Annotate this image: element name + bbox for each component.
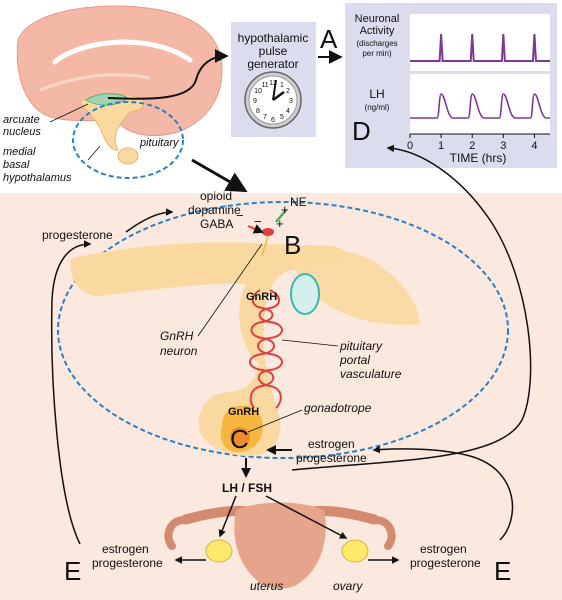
- arrow-lhfsh-to-left-ovary: [218, 495, 237, 538]
- medial-basal-hypothalamus-ring: [72, 101, 184, 179]
- feedback-right-loop-to-d: [291, 144, 532, 471]
- x-tick-label: 2: [469, 140, 475, 152]
- brain-illustration: [16, 5, 223, 179]
- neuronal-activity-series: [410, 33, 550, 62]
- label-gaba: GABA: [200, 217, 233, 231]
- neuronal-title-line1: Neuronal: [355, 13, 400, 25]
- label-gonadotrope: gonadotrope: [304, 401, 372, 415]
- x-axis-ticks: 0 1 2 3 4: [407, 134, 538, 152]
- label-portal-line2: portal: [339, 353, 370, 367]
- generator-title-line1: hypothalamic: [238, 31, 309, 45]
- label-progesterone-mid: progesterone: [296, 451, 367, 465]
- label-progesterone-left: progesterone: [92, 556, 163, 570]
- feedback-left-loop: [50, 240, 92, 545]
- portal-vasculature: [249, 289, 283, 409]
- neuronal-unit-line2: per min): [362, 49, 392, 58]
- neuronal-activity-plot: [410, 14, 550, 71]
- label-portal-line1: pituitary: [339, 339, 383, 353]
- uterus-illustration: [164, 502, 396, 589]
- label-progesterone-right: progesterone: [410, 556, 481, 570]
- generator-title-line2: pulse: [259, 44, 288, 58]
- label-b: B: [284, 230, 301, 260]
- label-gnrh-neuron-line1: GnRH: [160, 329, 194, 343]
- neuronal-title-line2: Activity: [360, 25, 395, 37]
- gnrh-neuron-body: [262, 228, 274, 236]
- label-uterus: uterus: [250, 579, 283, 593]
- label-estrogen-right: estrogen: [420, 542, 467, 556]
- label-progesterone-top: progesterone: [42, 228, 113, 242]
- clock-icon: 12 11 1 10 2 9 3 8 4 7 5 6: [244, 71, 302, 129]
- feedback-right-loop-to-c: [372, 445, 514, 541]
- label-gnrh-top: GnRH: [246, 291, 277, 303]
- clock-num-11: 11: [261, 82, 268, 89]
- clock-num-2: 2: [286, 88, 290, 95]
- sign-minus-1: −: [236, 208, 244, 223]
- clock-num-7: 7: [263, 114, 267, 121]
- x-tick-label: 3: [500, 140, 506, 152]
- label-medial-line1: medial: [3, 146, 36, 158]
- label-a: A: [320, 24, 338, 54]
- anterior-pituitary: [290, 246, 420, 325]
- clock-num-10: 10: [254, 88, 262, 95]
- arrow-brain-to-generator: [107, 49, 229, 100]
- posterior-pituitary: [290, 273, 320, 315]
- generator-title-line3: generator: [247, 57, 298, 71]
- x-tick-label: 0: [407, 140, 413, 152]
- label-arcuate-line2: nucleus: [3, 126, 41, 138]
- arrow-lhfsh-to-right-ovary: [265, 495, 348, 539]
- label-dopamine: dopamine: [188, 203, 241, 217]
- clock-num-5: 5: [280, 114, 284, 121]
- brain-shape: [16, 5, 223, 137]
- label-ovary: ovary: [333, 579, 363, 593]
- label-medial-line3: hypothalamus: [3, 172, 72, 184]
- label-d: D: [352, 116, 371, 146]
- hypothalamus-tissue: [70, 242, 347, 370]
- label-gnrh-neuron-line2: neuron: [160, 344, 198, 358]
- lh-unit: (ng/ml): [365, 103, 390, 112]
- arrow-brain-to-b: [191, 158, 248, 193]
- label-opioid: opioid: [200, 189, 232, 203]
- clock-num-1: 1: [280, 82, 284, 89]
- lh-plot: [410, 74, 550, 134]
- clock-num-4: 4: [286, 108, 290, 115]
- clock-num-8: 8: [256, 108, 260, 115]
- label-c: C: [230, 424, 249, 454]
- x-axis-label: TIME (hrs): [450, 151, 507, 165]
- label-medial-line2: basal: [3, 159, 30, 171]
- pituitary-shape: [117, 147, 139, 165]
- clock-num-3: 3: [289, 98, 293, 105]
- lh-title: LH: [369, 87, 384, 101]
- sign-minus-2: −: [254, 214, 262, 229]
- label-estrogen-mid: estrogen: [308, 437, 355, 451]
- label-lh-fsh: LH / FSH: [222, 481, 272, 495]
- clock-num-12: 12: [269, 80, 277, 87]
- x-tick-label: 1: [438, 140, 444, 152]
- label-gnrh-bottom: GnRH: [228, 406, 259, 418]
- sign-plus-2: +: [276, 216, 284, 231]
- label-arcuate-line1: arcuate: [3, 114, 40, 126]
- label-e-left: E: [64, 556, 81, 586]
- label-estrogen-left: estrogen: [102, 542, 149, 556]
- clock-num-9: 9: [253, 98, 257, 105]
- label-ne: NE: [290, 195, 307, 209]
- hypothalamus-pituitary-ring: [57, 201, 509, 459]
- label-portal-line3: vasculature: [340, 367, 402, 381]
- sign-plus-1: +: [281, 202, 289, 217]
- neuronal-unit-line1: (discharges: [356, 39, 397, 48]
- label-pituitary: pituitary: [139, 137, 180, 149]
- arrow-progesterone-to-b: [125, 208, 174, 233]
- clock-num-6: 6: [271, 117, 275, 124]
- label-e-right: E: [494, 556, 511, 586]
- x-tick-label: 4: [531, 140, 537, 152]
- lh-series: [410, 93, 550, 119]
